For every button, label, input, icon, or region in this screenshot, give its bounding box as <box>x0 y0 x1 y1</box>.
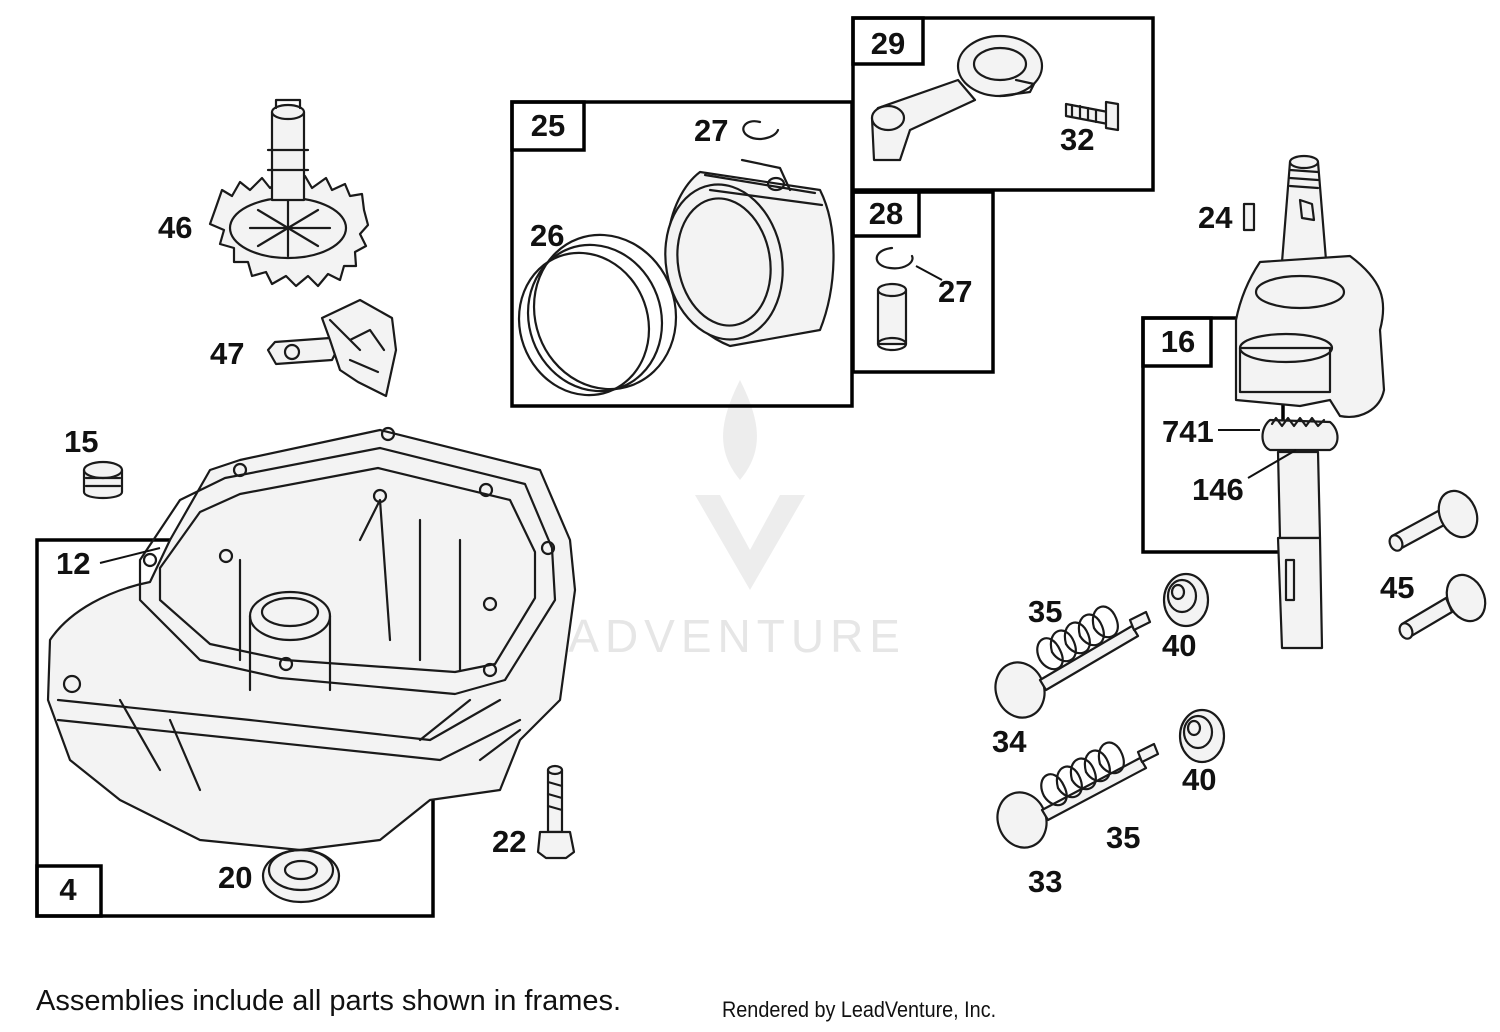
part-12-label: 12 <box>56 546 90 581</box>
part-22-label: 22 <box>492 824 526 859</box>
part-146-leader <box>1247 449 1297 479</box>
frame-25-label: 25 <box>531 108 565 143</box>
retaining-ring-top-drawing <box>742 120 780 140</box>
part-12-leader <box>99 547 161 564</box>
part-741-label: 741 <box>1162 414 1214 449</box>
part-20-label: 20 <box>218 860 252 895</box>
rendered-by-credit: Rendered by LeadVenture, Inc. <box>722 997 997 1022</box>
retaining-clip-drawing <box>875 246 914 270</box>
part-35-label-upper: 35 <box>1028 594 1062 629</box>
governor-drawing <box>266 298 398 398</box>
part-15-label: 15 <box>64 424 98 459</box>
part-45-label: 45 <box>1380 570 1414 605</box>
camshaft-gear-drawing <box>208 98 370 288</box>
connecting-rod-bolt-drawing <box>1064 100 1120 132</box>
oil-plug-drawing <box>82 460 124 500</box>
part-40-label-upper: 40 <box>1162 628 1196 663</box>
piston-pin-drawing <box>876 282 908 352</box>
part-146-label: 146 <box>1192 472 1244 507</box>
part-27-leader <box>915 265 943 281</box>
frame-16-label: 16 <box>1161 324 1195 359</box>
piston-drawing <box>664 158 835 348</box>
frame-28-label: 28 <box>869 196 903 231</box>
tappet-upper-drawing <box>1388 489 1479 552</box>
intake-valve-drawing <box>994 610 1152 719</box>
part-32-label: 32 <box>1060 122 1094 157</box>
part-26-label: 26 <box>530 218 564 253</box>
tappet-lower-drawing <box>1398 573 1487 640</box>
crankcase-drawing <box>46 426 577 852</box>
part-40-label-lower: 40 <box>1182 762 1216 797</box>
frame-28-tag <box>851 190 921 238</box>
spring-retainer-lower-drawing <box>1178 708 1226 764</box>
part-27-label-upper: 27 <box>694 113 728 148</box>
part-47-label: 47 <box>210 336 244 371</box>
exhaust-valve-drawing <box>996 742 1160 849</box>
frame-29-tag <box>851 16 925 66</box>
frame-29 <box>851 16 1155 192</box>
frame-28 <box>851 190 995 374</box>
part-35-label-lower: 35 <box>1106 820 1140 855</box>
connecting-rod-drawing <box>870 34 1044 162</box>
crankshaft-drawing <box>1234 154 1386 650</box>
oil-seal-drawing <box>261 848 341 904</box>
spring-retainer-upper-drawing <box>1162 572 1210 628</box>
part-27-label-lower: 27 <box>938 274 972 309</box>
bolt-drawing <box>536 764 576 860</box>
frame-4-label: 4 <box>59 872 77 907</box>
crankshaft-key-drawing <box>1242 202 1256 232</box>
part-46-label: 46 <box>158 210 192 245</box>
frame-16-tag <box>1141 316 1213 368</box>
part-34-label: 34 <box>992 724 1027 759</box>
valve-spring-upper-drawing <box>1036 605 1119 671</box>
frame-4-tag <box>35 864 103 918</box>
frame-25-tag <box>510 100 586 152</box>
frame-29-label: 29 <box>871 26 905 61</box>
assemblies-note: Assemblies include all parts shown in fr… <box>36 985 622 1017</box>
part-24-label: 24 <box>1198 200 1233 235</box>
part-33-label: 33 <box>1028 864 1062 899</box>
valve-spring-lower-drawing <box>1040 741 1125 807</box>
